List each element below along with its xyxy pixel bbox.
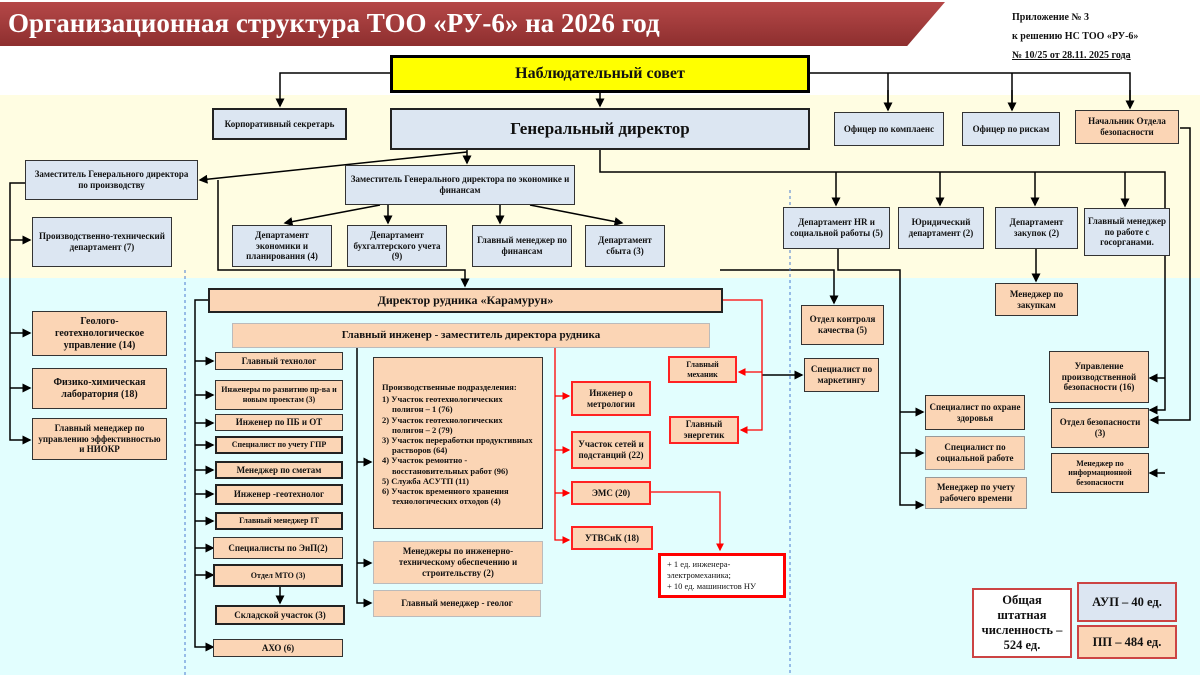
right-unit[interactable]: Главный менеджер по работе с госорганами… <box>1084 208 1170 256</box>
production-units-box[interactable]: Производственные подразделения: 1) Участ… <box>373 357 543 529</box>
appendix-note: Приложение № 3 к решению НС ТОО «РУ-6» №… <box>1012 8 1138 65</box>
appendix-line: № 10/25 от 28.11. 2025 года <box>1012 50 1131 61</box>
note-line: + 1 ед. инженера-электромеханика; <box>667 559 731 581</box>
fin-unit[interactable]: Департамент бухгалтерского учета (9) <box>347 225 447 267</box>
mine-unit[interactable]: АХО (6) <box>213 639 343 657</box>
total-headcount: Общая штатная численность – 524 ед. <box>972 588 1072 658</box>
quality-box[interactable]: Отдел контроля качества (5) <box>801 305 884 345</box>
mine-unit[interactable]: Отдел МТО (3) <box>213 564 343 587</box>
right-unit[interactable]: Департамент закупок (2) <box>995 207 1078 249</box>
ems-note: + 1 ед. инженера-электромеханика; + 10 е… <box>658 553 786 598</box>
hr-sub-unit[interactable]: Специалист по охране здоровья <box>925 395 1025 430</box>
left-unit[interactable]: Геолого-геотехнологическое управление (1… <box>32 311 167 356</box>
eng-managers-box[interactable]: Менеджеры по инженерно-техническому обес… <box>373 541 543 584</box>
left-unit[interactable]: Главный менеджер по управлению эффективн… <box>32 418 167 460</box>
left-unit[interactable]: Физико-химическая лаборатория (18) <box>32 368 167 409</box>
red-unit[interactable]: УТВСиК (18) <box>571 526 653 550</box>
production-item: 3) Участок переработки продуктивных раст… <box>382 434 533 456</box>
mine-unit[interactable]: Складской участок (3) <box>215 605 345 625</box>
marketing-box[interactable]: Специалист по маркетингу <box>804 358 879 392</box>
production-item: 5) Служба АСУТП (11) <box>382 475 470 486</box>
hr-sub-unit[interactable]: Специалист по социальной работе <box>925 436 1025 470</box>
red-unit[interactable]: Участок сетей и подстанций (22) <box>571 431 651 469</box>
page-title: Организационная структура ТОО «РУ-6» на … <box>0 2 945 46</box>
security-sub-unit[interactable]: Менеджер по информационной безопасности <box>1051 453 1149 493</box>
right-unit[interactable]: Департамент HR и социальной работы (5) <box>783 207 890 249</box>
pp-count: ПП – 484 ед. <box>1077 625 1177 659</box>
production-item: 4) Участок ремонтно - восстановительных … <box>382 455 509 476</box>
appendix-line: к решению НС ТОО «РУ-6» <box>1012 31 1139 42</box>
security-sub-unit[interactable]: Управление производственной безопасности… <box>1049 351 1149 403</box>
board-box[interactable]: Наблюдательный совет <box>390 55 810 93</box>
mine-unit[interactable]: Специалист по учету ГПР <box>215 436 343 454</box>
red-unit[interactable]: ЭМС (20) <box>571 481 651 505</box>
hr-sub-unit[interactable]: Менеджер по учету рабочего времени <box>925 477 1027 509</box>
mine-unit[interactable]: Инженер по ПБ и ОТ <box>215 414 343 431</box>
fin-unit[interactable]: Главный менеджер по финансам <box>472 225 572 267</box>
corp-secretary-box[interactable]: Корпоративный секретарь <box>212 108 347 140</box>
production-heading: Производственные подразделения: <box>382 382 517 392</box>
mine-unit[interactable]: Инженер -геотехнолог <box>215 484 343 505</box>
chief-mechanic-box[interactable]: Главный механик <box>668 356 737 383</box>
fin-unit[interactable]: Департамент сбыта (3) <box>585 225 665 267</box>
mine-unit[interactable]: Главный технолог <box>215 352 343 370</box>
mine-unit[interactable]: Главный менеджер IT <box>215 512 343 530</box>
geologist-box[interactable]: Главный менеджер - геолог <box>373 590 541 617</box>
mine-unit[interactable]: Инженеры по развитию пр-ва и новым проек… <box>215 380 343 410</box>
compliance-box[interactable]: Офицер по комплаенс <box>834 112 944 146</box>
chief-energetic-box[interactable]: Главный энергетик <box>669 416 739 444</box>
mine-unit[interactable]: Специалисты по ЭиП(2) <box>213 537 343 559</box>
production-item: 6) Участок временного хранения технологи… <box>382 485 509 507</box>
ptd-box[interactable]: Производственно-технический департамент … <box>32 217 172 267</box>
mine-unit[interactable]: Менеджер по сметам <box>215 461 343 479</box>
note-line: + 10 ед. машинистов НУ <box>667 581 756 592</box>
security-head-box[interactable]: Начальник Отдела безопасности <box>1075 110 1179 144</box>
deputy-production-box[interactable]: Заместитель Генерального директора по пр… <box>25 160 198 200</box>
procurement-manager-box[interactable]: Менеджер по закупкам <box>995 283 1078 316</box>
fin-unit[interactable]: Департамент экономики и планирования (4) <box>232 225 332 267</box>
security-sub-unit[interactable]: Отдел безопасности (3) <box>1051 408 1149 448</box>
deputy-finance-box[interactable]: Заместитель Генерального директора по эк… <box>345 165 575 205</box>
red-unit[interactable]: Инженер о метрологии <box>571 381 651 416</box>
chief-engineer-box[interactable]: Главный инженер - заместитель директора … <box>232 323 710 348</box>
production-list: 1) Участок геотехнологических полигон – … <box>382 394 536 506</box>
appendix-line: Приложение № 3 <box>1012 12 1090 23</box>
right-unit[interactable]: Юридический департамент (2) <box>898 207 984 249</box>
risk-box[interactable]: Офицер по рискам <box>962 112 1060 146</box>
ceo-box[interactable]: Генеральный директор <box>390 108 810 150</box>
production-item: 1) Участок геотехнологических полигон – … <box>382 394 503 415</box>
aup-count: АУП – 40 ед. <box>1077 582 1177 622</box>
production-item: 2) Участок геотехнологических полигон – … <box>382 414 503 435</box>
mine-director-box[interactable]: Директор рудника «Карамурун» <box>208 288 723 313</box>
